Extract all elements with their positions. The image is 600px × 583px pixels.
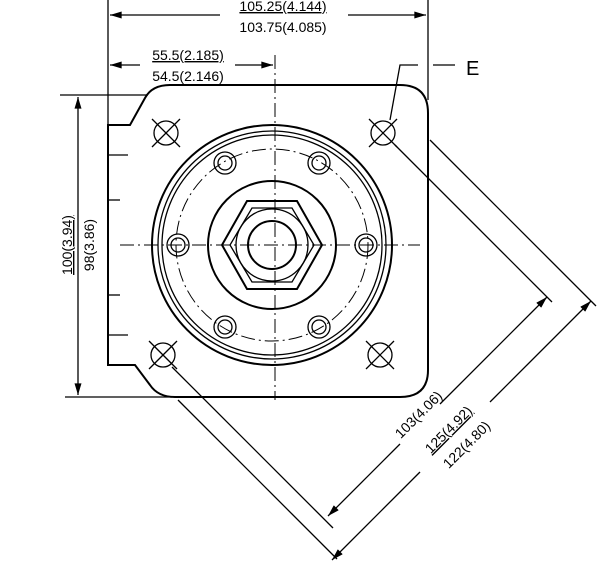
center-offset-min: 54.5(2.146) [152, 68, 224, 84]
overall-width-max: 105.25(4.144) [239, 0, 326, 14]
housing-outer-circle [151, 124, 393, 366]
height-max: 100(3.94) [59, 215, 75, 275]
height-min: 98(3.86) [81, 219, 97, 271]
corner-holes [148, 118, 398, 370]
overall-width-min: 103.75(4.085) [239, 19, 326, 35]
shaft-circle [247, 220, 297, 270]
bolt-circle [175, 148, 369, 342]
bolt-holes [166, 151, 378, 339]
flange-ticks [108, 154, 128, 336]
label-e: E [466, 58, 479, 80]
flange-outline [107, 84, 429, 398]
hex-nut [220, 200, 324, 290]
center-offset-max: 55.5(2.185) [152, 47, 224, 63]
pilot-circle [207, 180, 337, 310]
